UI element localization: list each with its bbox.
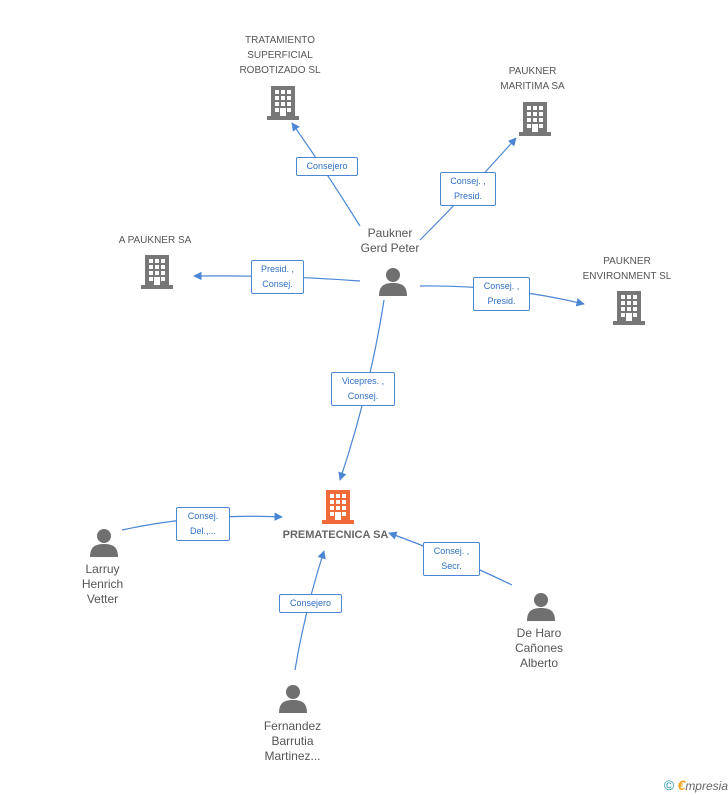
relation-label-maritima[interactable]: Consej. , Presid.	[440, 172, 496, 206]
person-icon	[90, 529, 118, 557]
relation-label-larruy[interactable]: Consej. Del.,...	[176, 507, 230, 541]
company-name-tratamiento[interactable]: TRATAMIENTO SUPERFICIAL ROBOTIZADO SL	[239, 35, 321, 76]
person-name-deharo[interactable]: De Haro Cañones Alberto	[514, 626, 564, 670]
empresia-watermark: © €mpresia	[664, 777, 728, 793]
person-icon	[379, 268, 407, 296]
building-icon	[267, 86, 299, 120]
person-icon	[279, 685, 307, 713]
focus-building-icon	[322, 490, 354, 524]
building-icon	[519, 102, 551, 136]
person-icon	[527, 593, 555, 621]
company-name-maritima[interactable]: PAUKNER MARITIMA SA	[500, 66, 565, 92]
building-icon	[613, 291, 645, 325]
relation-label-paukner-focus[interactable]: Vicepres. , Consej.	[331, 372, 395, 406]
person-name-paukner[interactable]: Paukner Gerd Peter	[360, 226, 420, 255]
relation-label-deharo[interactable]: Consej. , Secr.	[423, 542, 480, 576]
company-name-environment[interactable]: PAUKNER ENVIRONMENT SL	[582, 256, 672, 282]
brand-initial: €	[677, 777, 686, 793]
relation-label-fernandez[interactable]: Consejero	[279, 594, 342, 613]
copyright-symbol: ©	[663, 777, 675, 793]
building-icon	[141, 255, 173, 289]
person-name-fernandez[interactable]: Fernandez Barrutia Martinez...	[263, 719, 322, 763]
company-name-apaukner[interactable]: A PAUKNER SA	[118, 235, 192, 246]
relation-label-apaukner[interactable]: Presid. , Consej.	[251, 260, 304, 294]
brand-name: mpresia	[685, 779, 728, 793]
focus-company-name[interactable]: PREMATECNICA SA	[282, 529, 389, 541]
person-name-larruy[interactable]: Larruy Henrich Vetter	[81, 562, 124, 606]
relation-label-environment[interactable]: Consej. , Presid.	[473, 277, 530, 311]
relation-label-tratamiento[interactable]: Consejero	[296, 157, 358, 176]
